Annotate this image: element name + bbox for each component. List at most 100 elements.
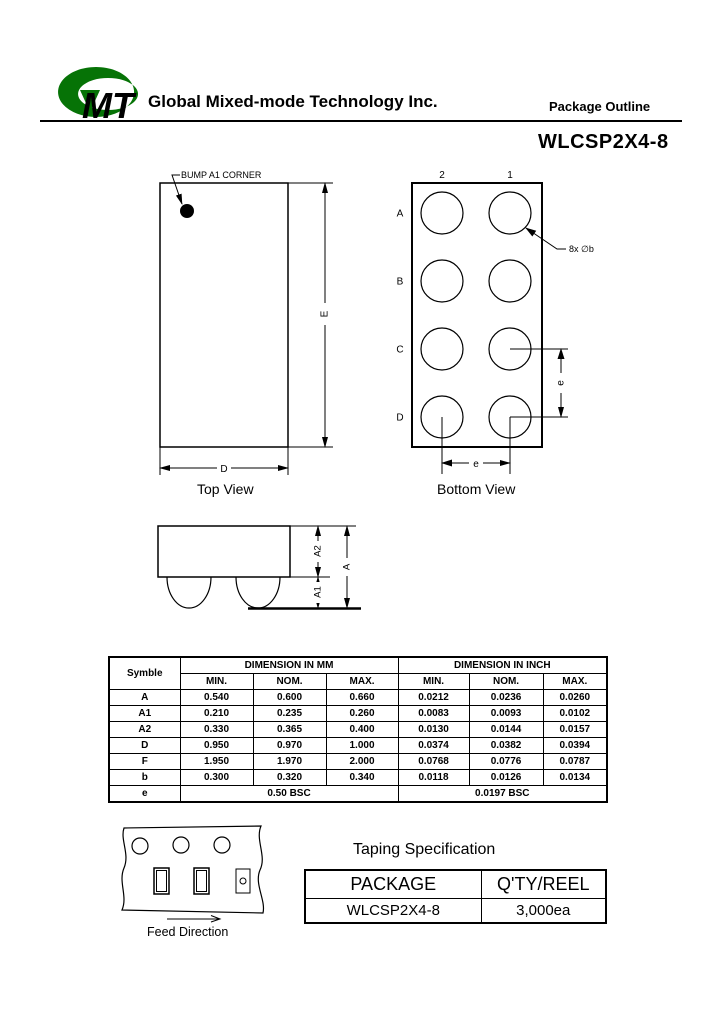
part-outline bbox=[196, 870, 207, 892]
value-cell: 0.950 bbox=[179, 737, 254, 754]
header-cell: MAX. bbox=[542, 673, 608, 690]
side-bump-right bbox=[235, 576, 281, 609]
row-label-c: C bbox=[396, 345, 403, 356]
value-cell: 0.970 bbox=[252, 737, 327, 754]
value-cell: 0.0382 bbox=[468, 737, 544, 754]
top-view-drawing: BUMP A1 CORNER E D bbox=[159, 170, 333, 476]
bump-a1-callout: BUMP A1 CORNER bbox=[181, 170, 262, 180]
bottom-view-caption: Bottom View bbox=[437, 481, 516, 497]
logo-letters: MT bbox=[82, 85, 137, 123]
table-row: b 0.300 0.320 0.340 0.0118 0.0126 0.0134 bbox=[108, 769, 608, 786]
package-header-cell: PACKAGE bbox=[304, 869, 482, 899]
sprocket-holes bbox=[131, 836, 231, 855]
column-label-1: 1 bbox=[507, 170, 513, 181]
value-cell: 0.0126 bbox=[468, 769, 544, 786]
qty-value-cell: 3,000ea bbox=[480, 898, 607, 924]
header-cell: MAX. bbox=[325, 673, 399, 690]
pocket-with-part bbox=[153, 867, 170, 895]
header-cell: MIN. bbox=[397, 673, 470, 690]
label-bg bbox=[310, 541, 324, 562]
dimension-table: Symble DIMENSION IN MM DIMENSION IN INCH… bbox=[108, 656, 609, 803]
value-cell: 0.365 bbox=[252, 721, 327, 738]
symbol-cell: F bbox=[108, 753, 181, 770]
value-cell: 2.000 bbox=[325, 753, 399, 770]
part-number-title: WLCSP2X4-8 bbox=[538, 131, 669, 153]
value-cell: 0.0118 bbox=[397, 769, 470, 786]
table-row: e 0.50 BSC 0.0197 BSC bbox=[108, 785, 608, 803]
value-cell: 0.235 bbox=[252, 705, 327, 722]
symbol-header-cell: Symble bbox=[108, 656, 181, 690]
package-body-rect bbox=[157, 525, 291, 578]
value-cell: 0.540 bbox=[179, 689, 254, 706]
symbol-cell: b bbox=[108, 769, 181, 786]
label-bg bbox=[340, 558, 353, 576]
bump-a1-leader-arrow bbox=[171, 174, 183, 205]
pitch-label-horizontal: e bbox=[473, 459, 479, 470]
value-cell: 1.950 bbox=[179, 753, 254, 770]
value-cell: 0.0394 bbox=[542, 737, 608, 754]
carrier-tape-drawing bbox=[121, 825, 265, 923]
value-cell: 0.300 bbox=[179, 769, 254, 786]
pitch-label-vertical: e bbox=[556, 380, 567, 386]
table-row: PACKAGE Q'TY/REEL bbox=[304, 869, 607, 899]
feed-direction-arrow bbox=[167, 915, 222, 923]
symbol-cell: A bbox=[108, 689, 181, 706]
dim-label-e: E bbox=[320, 310, 331, 317]
value-cell: 0.0134 bbox=[542, 769, 608, 786]
bottom-view-drawing: 2 1 A B C D 8x ∅b e e bbox=[396, 170, 594, 474]
package-value-cell: WLCSP2X4-8 bbox=[304, 898, 482, 924]
side-bump-left bbox=[166, 576, 212, 609]
value-cell: 0.0260 bbox=[542, 689, 608, 706]
logo-green-wedge bbox=[80, 90, 100, 112]
value-cell: 0.600 bbox=[252, 689, 327, 706]
row-label-d: D bbox=[396, 413, 403, 424]
symbol-cell: A1 bbox=[108, 705, 181, 722]
feed-direction-label: Feed Direction bbox=[147, 925, 229, 939]
side-view-drawing: A2 A1 A bbox=[157, 525, 361, 610]
label-bg bbox=[469, 454, 483, 471]
ball-diameter-label: 8x ∅b bbox=[569, 244, 594, 254]
ball-diameter-leader-arrow bbox=[525, 227, 566, 250]
mm-group-header-cell: DIMENSION IN MM bbox=[179, 656, 399, 674]
doc-type-label: Package Outline bbox=[549, 99, 651, 114]
sprocket-hole bbox=[172, 836, 190, 854]
value-cell: 0.400 bbox=[325, 721, 399, 738]
value-cell: 0.0212 bbox=[397, 689, 470, 706]
sprocket-hole bbox=[131, 837, 149, 855]
value-cell: 0.330 bbox=[179, 721, 254, 738]
package-outline-rect bbox=[411, 182, 543, 448]
label-bg bbox=[554, 373, 567, 393]
tape-outline bbox=[121, 825, 265, 914]
symbol-cell: D bbox=[108, 737, 181, 754]
value-cell: 1.970 bbox=[252, 753, 327, 770]
tape-pockets bbox=[153, 867, 251, 895]
pocket-hole bbox=[239, 877, 247, 885]
solder-balls bbox=[420, 191, 532, 439]
logo-green-swoosh bbox=[58, 67, 139, 117]
header-rule bbox=[40, 120, 682, 122]
value-cell: 0.210 bbox=[179, 705, 254, 722]
value-cell: 0.660 bbox=[325, 689, 399, 706]
table-row: A2 0.330 0.365 0.400 0.0130 0.0144 0.015… bbox=[108, 721, 608, 738]
value-cell: 0.0197 BSC bbox=[397, 785, 608, 803]
value-cell: 0.340 bbox=[325, 769, 399, 786]
inch-group-header-cell: DIMENSION IN INCH bbox=[397, 656, 608, 674]
table-row: Symble DIMENSION IN MM DIMENSION IN INCH bbox=[108, 656, 608, 690]
table-row: WLCSP2X4-8 3,000ea bbox=[304, 898, 607, 924]
taping-table: PACKAGE Q'TY/REEL WLCSP2X4-8 3,000ea bbox=[304, 869, 607, 924]
table-row: A 0.540 0.600 0.660 0.0212 0.0236 0.0260 bbox=[108, 689, 608, 706]
table-row: D 0.950 0.970 1.000 0.0374 0.0382 0.0394 bbox=[108, 737, 608, 754]
value-cell: 0.0102 bbox=[542, 705, 608, 722]
value-cell: 0.0130 bbox=[397, 721, 470, 738]
value-cell: 0.0236 bbox=[468, 689, 544, 706]
ball-b2 bbox=[420, 259, 464, 303]
taping-title: Taping Specification bbox=[353, 841, 496, 858]
value-cell: 0.50 BSC bbox=[179, 785, 399, 803]
table-row: A1 0.210 0.235 0.260 0.0083 0.0093 0.010… bbox=[108, 705, 608, 722]
label-bg bbox=[217, 459, 231, 476]
label-bg bbox=[317, 303, 331, 325]
header-cell: NOM. bbox=[252, 673, 327, 690]
top-view-caption: Top View bbox=[197, 481, 254, 497]
header-cell: MIN. bbox=[179, 673, 254, 690]
value-cell: 0.0374 bbox=[397, 737, 470, 754]
